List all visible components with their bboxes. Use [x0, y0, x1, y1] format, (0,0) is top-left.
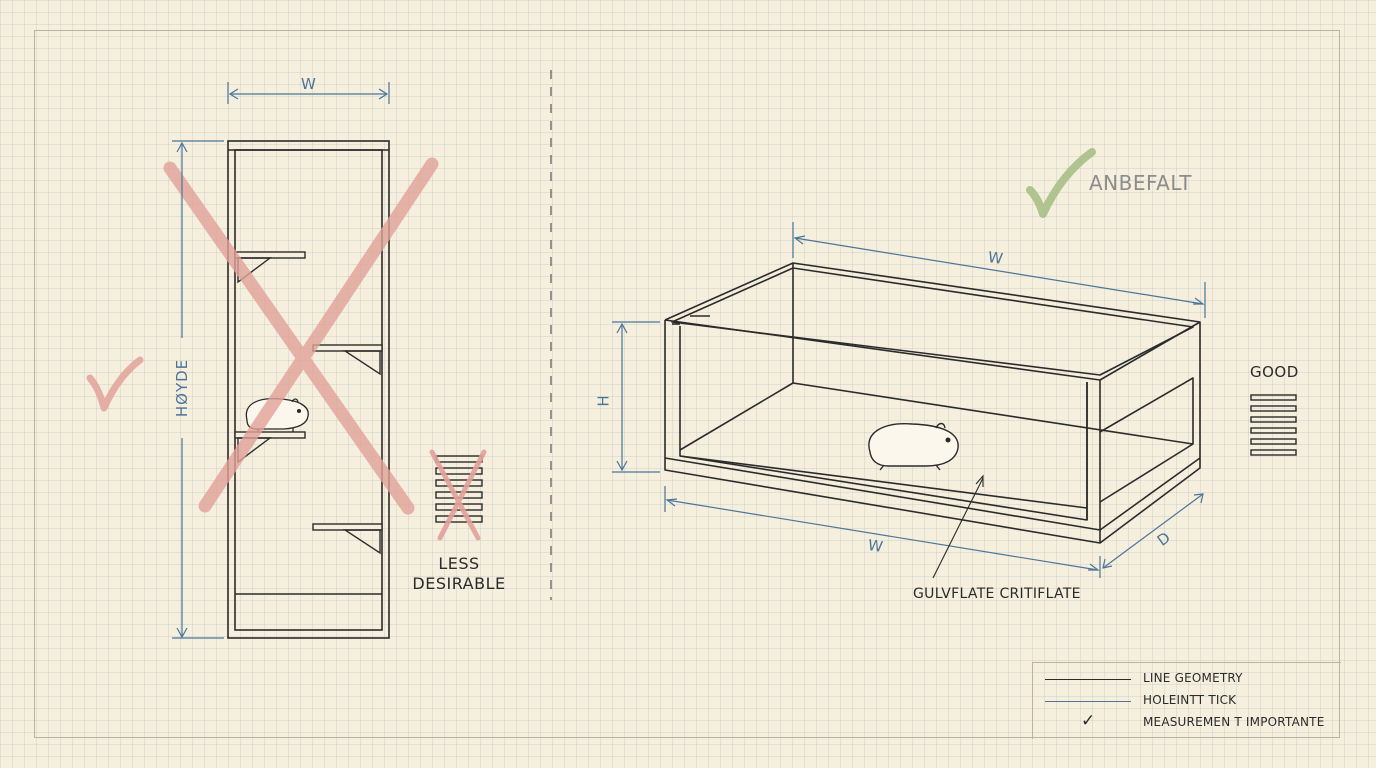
less-desirable-label-line2: DESIRABLE: [412, 574, 506, 593]
height-dimension-right: [612, 321, 660, 473]
reject-x-mark: [163, 157, 439, 515]
floor-callout-label: GULVFLATE CRITIFLATE: [913, 586, 1081, 602]
tall-cage: [227, 140, 390, 639]
red-check-mark: [86, 356, 144, 412]
good-ramp-icon: [1250, 394, 1297, 456]
legend-box: LINE GEOMETRY HOLEINTT TICK ✓ MEASUREMEN…: [1032, 662, 1341, 739]
floor-callout-leader: [932, 474, 984, 579]
less-desirable-label-line1: LESS: [438, 554, 480, 573]
legend-item-line-geometry: LINE GEOMETRY: [1033, 669, 1341, 691]
solid-line-swatch: [1045, 679, 1131, 680]
good-label: GOOD: [1250, 363, 1299, 381]
width-dimension-top: [792, 222, 1206, 318]
depth-dimension: [1102, 493, 1204, 569]
width-dimension-bottom: [664, 486, 1101, 578]
legend-item-tick: HOLEINTT TICK: [1033, 691, 1341, 713]
legend-label: LINE GEOMETRY: [1143, 671, 1243, 685]
legend-item-measurement: ✓ MEASUREMEN T IMPORTANTE: [1033, 711, 1341, 735]
width-dimension-left: [227, 82, 390, 104]
height-label-right: H: [594, 395, 613, 407]
check-icon: ✓: [1081, 711, 1096, 731]
wide-cage: [664, 262, 1201, 544]
recommended-label: ANBEFALT: [1089, 171, 1192, 195]
height-label-left: HØYDE: [173, 358, 191, 418]
recommended-check-mark: [1026, 148, 1096, 218]
blue-line-swatch: [1045, 701, 1131, 702]
guinea-pig-icon: [868, 422, 959, 471]
drawing-frame: [34, 30, 1340, 738]
height-dimension-left: [172, 140, 224, 639]
crossed-ramp-icon: [429, 449, 487, 541]
legend-label: MEASUREMEN T IMPORTANTE: [1143, 715, 1325, 729]
width-label-left: W: [301, 75, 316, 93]
legend-label: HOLEINTT TICK: [1143, 693, 1237, 707]
width-label-top: W: [986, 248, 1005, 268]
width-label-bottom: W: [866, 535, 885, 557]
